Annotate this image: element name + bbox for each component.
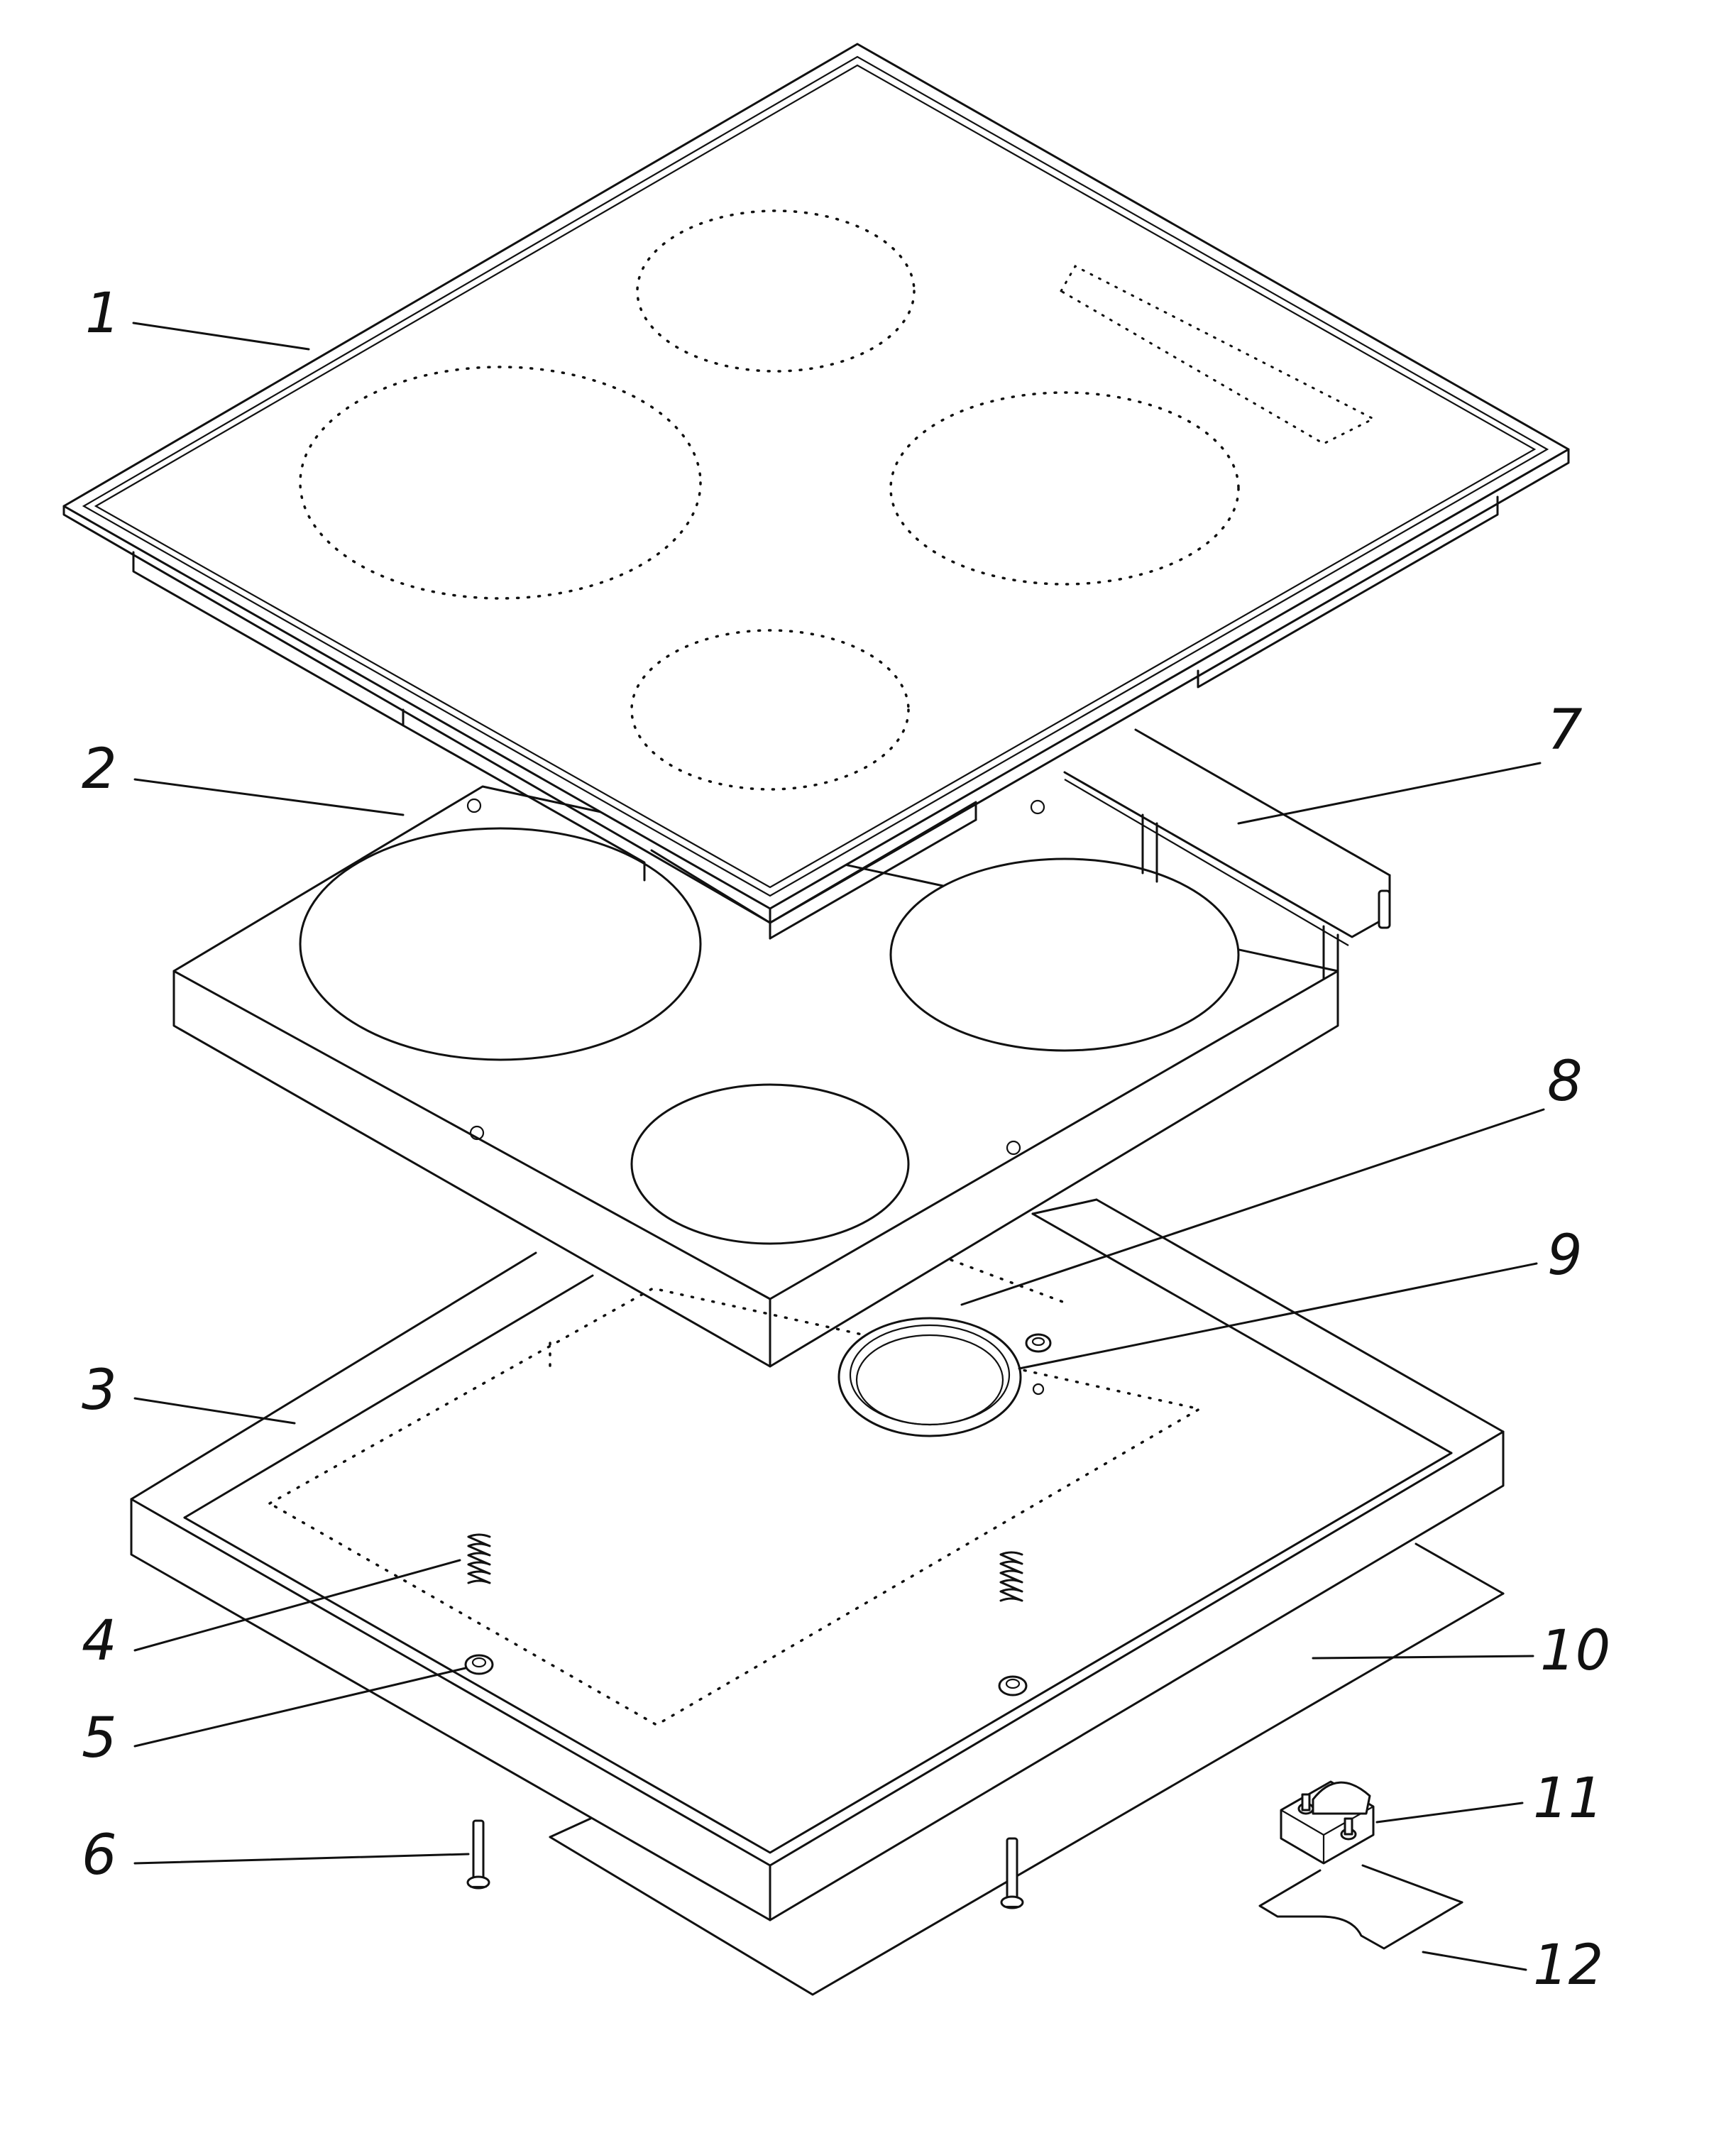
leader-5 — [133, 1667, 467, 1748]
leader-10 — [1312, 1655, 1534, 1660]
callout-2: 2 — [82, 738, 117, 801]
terminal-block — [1280, 1780, 1375, 1865]
leader-8 — [960, 1108, 1545, 1306]
leader-4 — [133, 1559, 461, 1652]
bracket-plate — [1258, 1864, 1463, 1950]
callout-10: 10 — [1540, 1619, 1610, 1683]
leader-12 — [1422, 1951, 1527, 1971]
bottom-housing — [130, 1198, 1505, 1922]
callout-4: 4 — [82, 1609, 117, 1673]
callout-9: 9 — [1547, 1224, 1583, 1288]
leader-7 — [1237, 762, 1542, 825]
callout-1: 1 — [85, 282, 121, 346]
spring-left — [467, 1533, 491, 1584]
control-unit — [1063, 728, 1391, 988]
callout-8: 8 — [1547, 1050, 1583, 1114]
leader-9 — [1018, 1262, 1538, 1370]
callout-12: 12 — [1533, 1934, 1603, 1997]
leader-lines — [132, 322, 1545, 1971]
leader-2 — [133, 778, 405, 816]
glass-cooktop — [62, 43, 1570, 940]
leader-11 — [1375, 1802, 1524, 1824]
nut-left — [464, 1654, 494, 1675]
callout-labels: 1 2 3 4 5 6 7 8 9 10 11 12 — [82, 282, 1610, 1997]
callout-5: 5 — [82, 1706, 117, 1770]
screw-left — [466, 1819, 490, 1890]
base-sheet — [549, 1542, 1505, 1996]
leader-6 — [133, 1853, 470, 1865]
heater-plate — [172, 785, 1339, 1368]
callout-11: 11 — [1533, 1767, 1603, 1831]
callout-6: 6 — [82, 1824, 117, 1887]
ring-seal — [837, 1317, 1052, 1437]
callout-3: 3 — [82, 1359, 117, 1422]
nut-right — [998, 1675, 1028, 1696]
callout-7: 7 — [1547, 698, 1583, 762]
leader-1 — [132, 322, 310, 351]
screw-right — [1000, 1837, 1024, 1909]
spring-right — [999, 1551, 1023, 1602]
insulation-outline — [950, 1259, 1066, 1304]
leader-3 — [133, 1397, 296, 1425]
